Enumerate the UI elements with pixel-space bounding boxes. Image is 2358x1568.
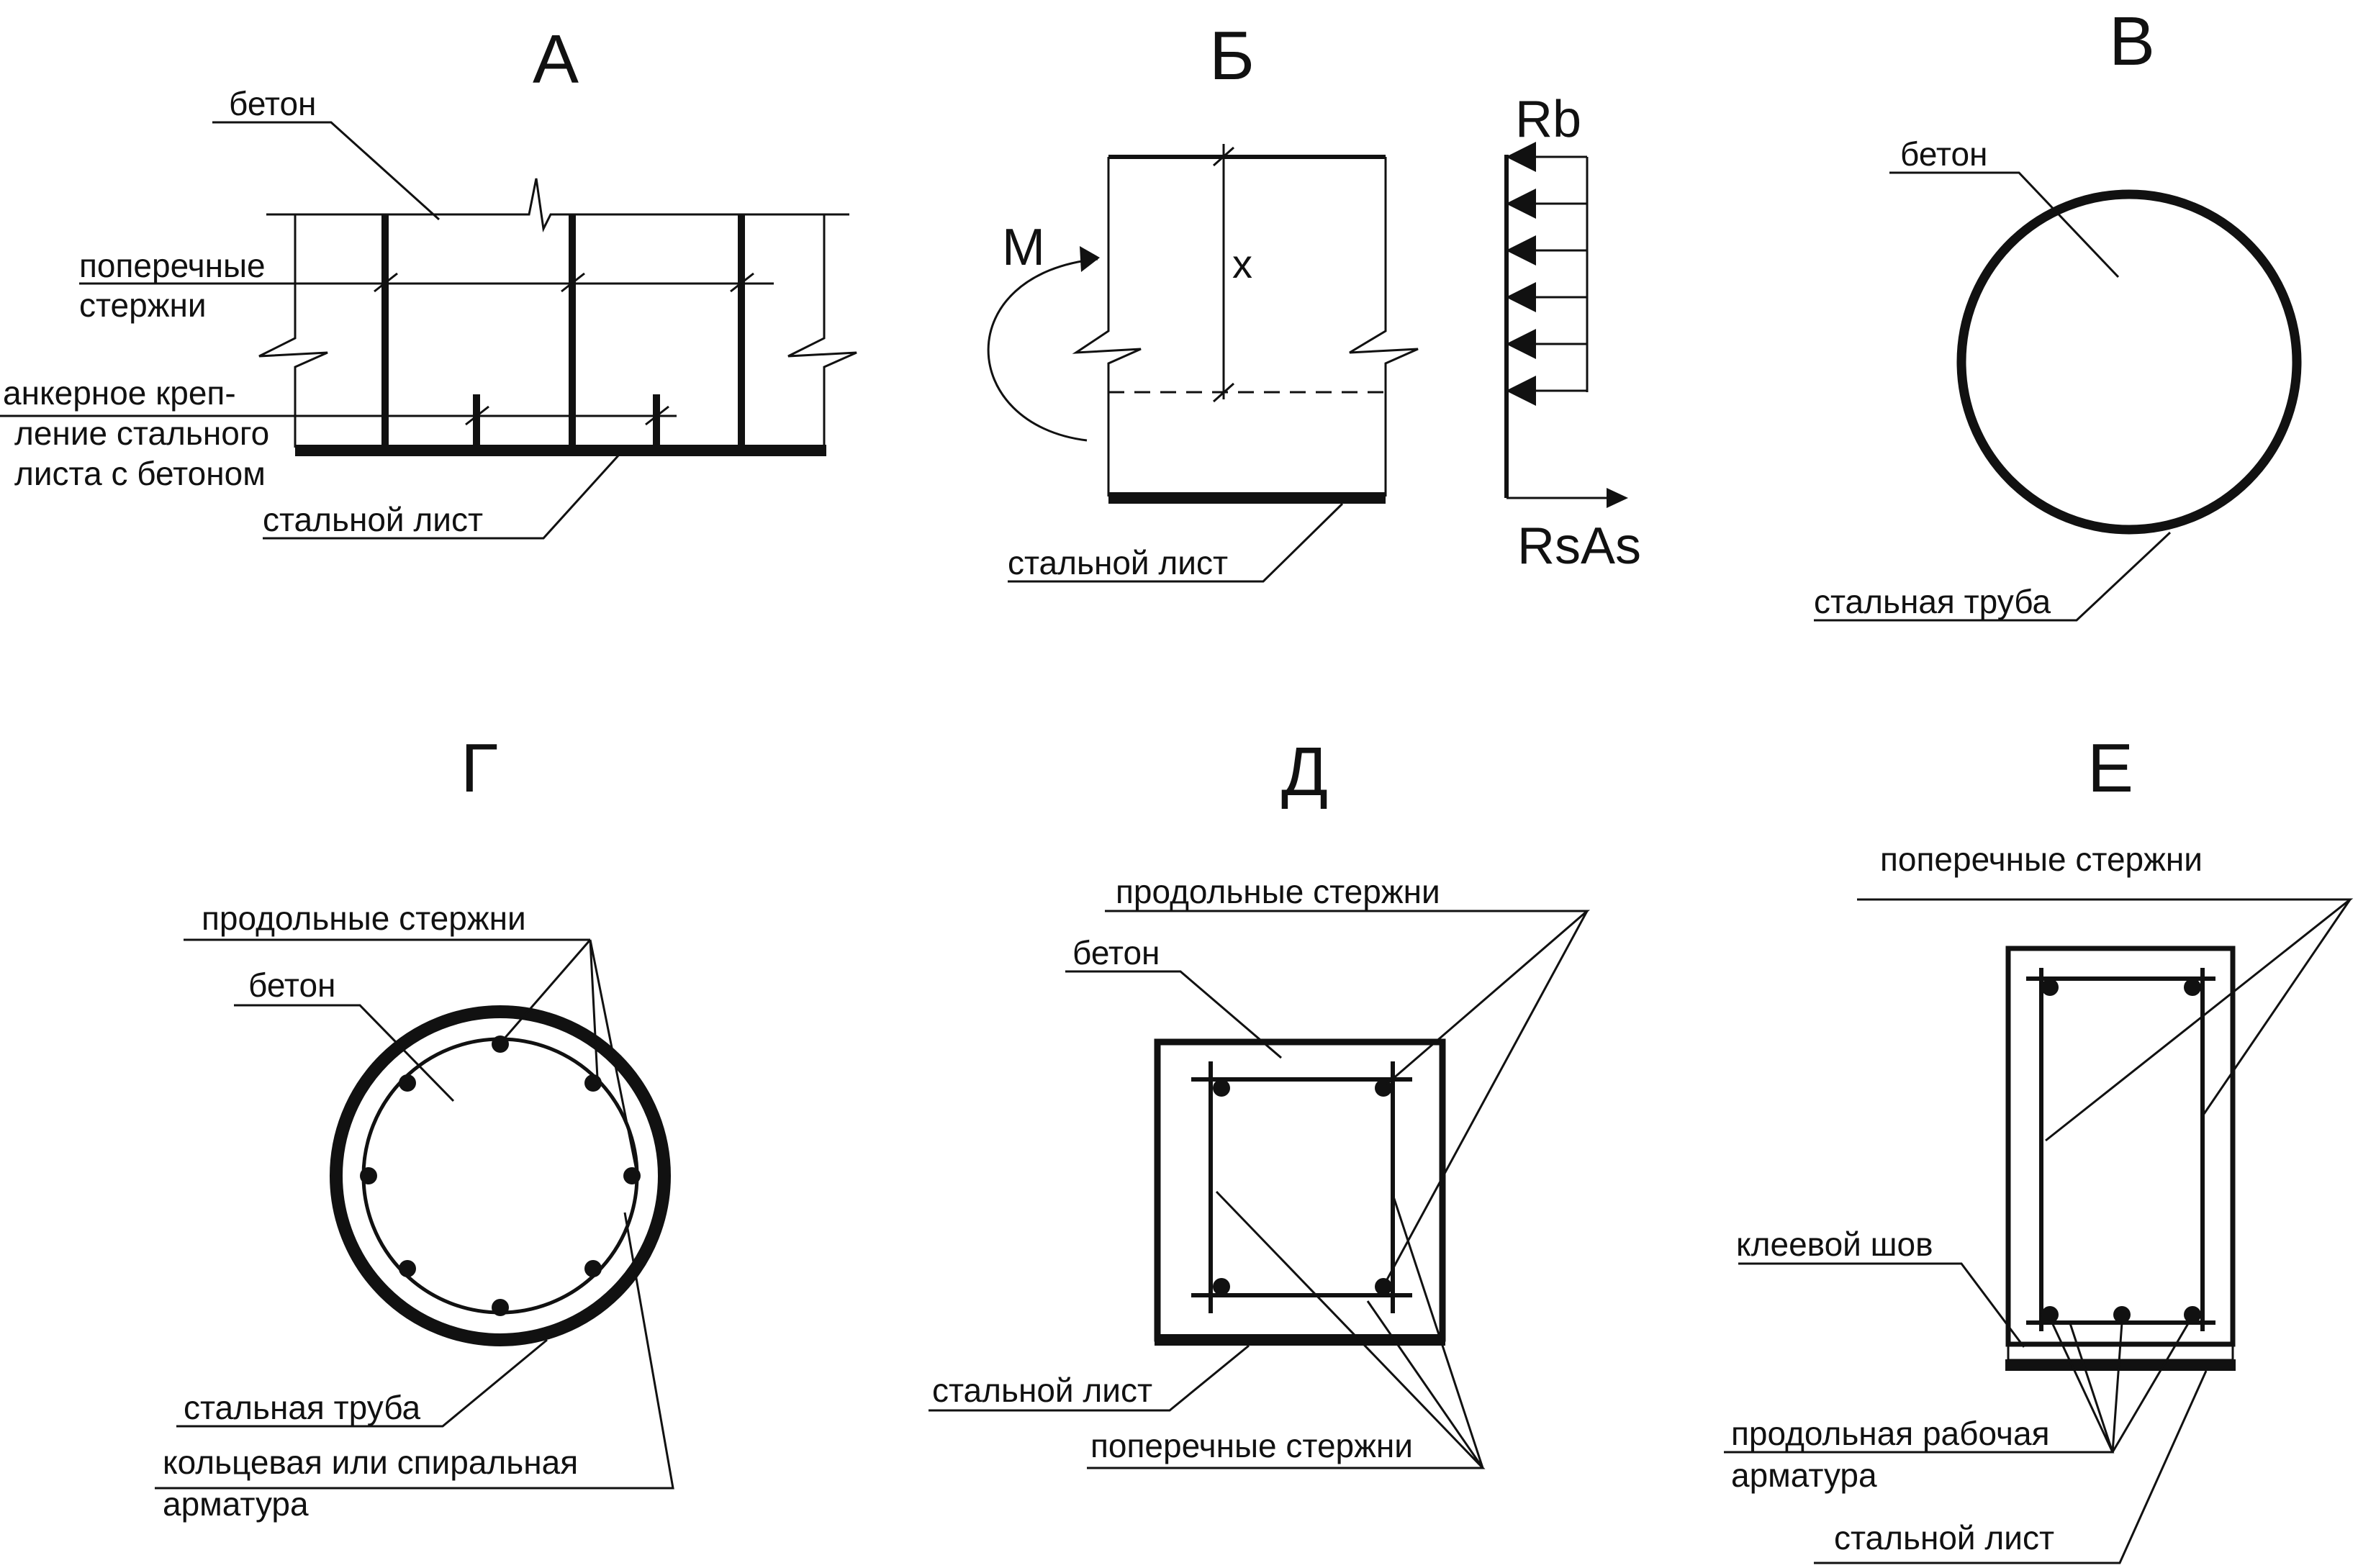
label-concrete: бетон — [1900, 135, 1987, 173]
leader-steel-sheet — [929, 1344, 1250, 1412]
leader-tube — [1814, 531, 2172, 622]
longitudinal-bars — [2041, 979, 2201, 1323]
moment-arrow — [987, 258, 1098, 442]
rb-label: Rb — [1515, 91, 1581, 148]
leader-transverse — [1857, 898, 2354, 1142]
tick — [645, 405, 669, 426]
tick — [465, 405, 489, 426]
section-right-break — [1349, 157, 1419, 497]
panel-g: Г продольные стержни бетон стальная труб… — [155, 730, 674, 1523]
leader-long-bars — [1105, 910, 1591, 1282]
label-ring-1: кольцевая или спиральная — [163, 1444, 578, 1481]
label-concrete: бетон — [1072, 934, 1160, 971]
panel-a: А бетон поперечные стержни анкерное креп… — [0, 21, 857, 540]
transverse-bars — [2026, 968, 2215, 1331]
label-long-bars: продольные стержни — [202, 899, 526, 937]
leader-long-bars-lines — [502, 939, 638, 1171]
leader-ring — [155, 1212, 674, 1490]
label-transverse-2: стержни — [79, 286, 207, 324]
stress-arrows — [1506, 142, 1587, 406]
panel-d: Д продольные стержни бетон стальной лист… — [929, 733, 1591, 1469]
panel-a-title: А — [533, 21, 579, 98]
leader-steel-sheet — [1814, 1370, 2208, 1564]
label-concrete: бетон — [229, 85, 316, 122]
leader-concrete — [234, 1004, 455, 1102]
label-steel-sheet: стальной лист — [1008, 544, 1228, 581]
leader-glue — [1738, 1262, 2025, 1348]
moment-label: M — [1002, 219, 1045, 276]
steel-tube — [330, 1005, 671, 1346]
panel-v: В бетон стальная труба — [1814, 3, 2302, 622]
left-break-line — [258, 214, 328, 448]
tick — [374, 272, 398, 293]
longitudinal-bars — [1213, 1079, 1392, 1295]
panel-e-title: Е — [2087, 730, 2133, 807]
label-transverse-1: поперечные — [79, 247, 266, 284]
panel-g-title: Г — [461, 730, 498, 807]
label-tube: стальная труба — [1814, 583, 2051, 620]
label-long-bars: продольные стержни — [1116, 873, 1440, 910]
label-steel-sheet: стальной лист — [263, 501, 483, 538]
panel-v-title: В — [2109, 3, 2155, 80]
section-left-break — [1072, 157, 1142, 497]
panel-b-title: Б — [1209, 17, 1255, 94]
label-transverse: поперечные стержни — [1880, 840, 2203, 878]
tick — [1213, 146, 1234, 167]
label-steel-sheet: стальной лист — [1834, 1519, 2054, 1556]
leader-concrete — [1065, 970, 1282, 1059]
longitudinal-bars — [360, 1035, 641, 1316]
label-transverse: поперечные стержни — [1090, 1427, 1413, 1464]
leader-tube — [176, 1338, 548, 1428]
panel-d-title: Д — [1281, 733, 1328, 810]
label-ring-2: арматура — [163, 1485, 309, 1523]
depth-label: x — [1232, 241, 1252, 286]
label-anchor-2: ление стального — [14, 414, 269, 452]
rsas-label: RsAs — [1517, 517, 1641, 575]
tick — [730, 272, 754, 293]
label-anchor-1: анкерное креп- — [3, 374, 236, 412]
leader-steel-sheet — [1008, 502, 1344, 583]
moment-arrowhead — [1080, 246, 1100, 272]
leader-steel-sheet — [263, 453, 620, 540]
leader-work-bars — [1724, 1320, 2191, 1454]
transverse-bars — [1191, 1061, 1412, 1313]
label-work-2: арматура — [1731, 1456, 1877, 1494]
leader-concrete — [212, 121, 441, 221]
label-tube: стальная труба — [184, 1389, 421, 1426]
label-anchor-3: листа с бетоном — [14, 455, 266, 492]
leader-transverse — [1087, 1190, 1486, 1469]
panel-b: Б x M стальной лист Rb RsAs — [987, 17, 1641, 583]
tick — [561, 272, 585, 293]
rsas-arrowhead — [1607, 488, 1628, 508]
steel-tube-concrete — [1956, 189, 2302, 535]
leader-concrete — [1889, 171, 2120, 278]
concrete-top-line — [266, 178, 849, 232]
label-work-1: продольная рабочая — [1731, 1415, 2050, 1452]
label-glue: клеевой шов — [1736, 1225, 1933, 1263]
label-concrete: бетон — [248, 966, 335, 1004]
label-steel-sheet: стальной лист — [932, 1372, 1152, 1409]
panel-e: Е поперечные стержни клеевой шов продоль… — [1724, 730, 2354, 1564]
right-break-line — [787, 214, 857, 448]
